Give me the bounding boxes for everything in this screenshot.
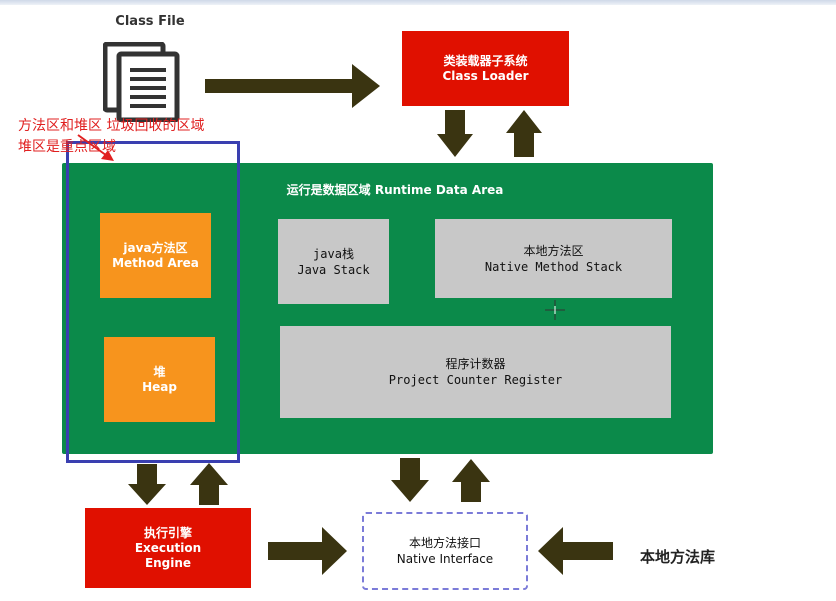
execution-engine-en-2: Engine xyxy=(144,555,192,570)
java-stack-cn: java栈 xyxy=(313,246,354,261)
arrow-right-classfile-to-loader xyxy=(205,64,380,108)
native-library-label: 本地方法库 xyxy=(640,548,716,566)
arrow-down-runtime-to-native-interface xyxy=(391,458,429,502)
heap-box: 堆 Heap xyxy=(104,337,215,422)
arrow-up-runtime-to-loader xyxy=(506,110,542,157)
execution-engine-cn: 执行引擎 xyxy=(143,525,192,540)
document-stack-icon xyxy=(103,42,180,122)
gc-highlight-box xyxy=(66,141,240,463)
execution-engine-box: 执行引擎 Execution Engine xyxy=(85,508,251,588)
method-area-box: java方法区 Method Area xyxy=(100,213,211,298)
crosshair-cursor-icon xyxy=(545,300,565,320)
program-counter-cn: 程序计数器 xyxy=(445,357,506,371)
class-loader-box: 类装载器子系统 Class Loader xyxy=(402,31,569,106)
annotation-pointer-arrow xyxy=(77,134,114,161)
execution-engine-en-1: Execution xyxy=(134,540,202,555)
class-loader-cn: 类装载器子系统 xyxy=(443,53,528,68)
class-file-label: Class File xyxy=(115,14,185,29)
java-stack-box: java栈 Java Stack xyxy=(278,219,389,304)
program-counter-box: 程序计数器 Project Counter Register xyxy=(280,326,671,418)
heap-en: Heap xyxy=(142,379,177,394)
class-loader-en: Class Loader xyxy=(442,68,529,83)
native-interface-box: 本地方法接口 Native Interface xyxy=(362,512,528,590)
arrow-right-engine-to-native-interface xyxy=(268,527,347,575)
native-method-stack-cn: 本地方法区 xyxy=(523,243,584,258)
arrow-up-engine-to-runtime xyxy=(190,463,228,505)
runtime-data-area-title: 运行是数据区域 Runtime Data Area xyxy=(286,183,504,197)
native-interface-en: Native Interface xyxy=(396,552,494,566)
method-area-cn: java方法区 xyxy=(123,240,188,255)
arrow-left-library-to-native-interface xyxy=(538,527,613,575)
arrow-up-native-interface-to-runtime xyxy=(452,459,490,502)
heap-cn: 堆 xyxy=(153,364,166,379)
arrow-down-loader-to-runtime xyxy=(437,110,473,157)
arrow-down-runtime-to-engine xyxy=(128,464,166,505)
native-interface-cn: 本地方法接口 xyxy=(408,536,481,550)
java-stack-en: Java Stack xyxy=(297,262,370,277)
annotation-line-2: 堆区是重点区域 xyxy=(18,139,116,155)
annotation-line-1: 方法区和堆区 垃圾回收的区域 xyxy=(18,118,205,134)
native-method-stack-en: Native Method Stack xyxy=(484,259,623,274)
method-area-en: Method Area xyxy=(112,255,199,270)
native-method-stack-box: 本地方法区 Native Method Stack xyxy=(435,219,672,298)
program-counter-en: Project Counter Register xyxy=(388,373,563,387)
window-top-border xyxy=(0,0,836,5)
